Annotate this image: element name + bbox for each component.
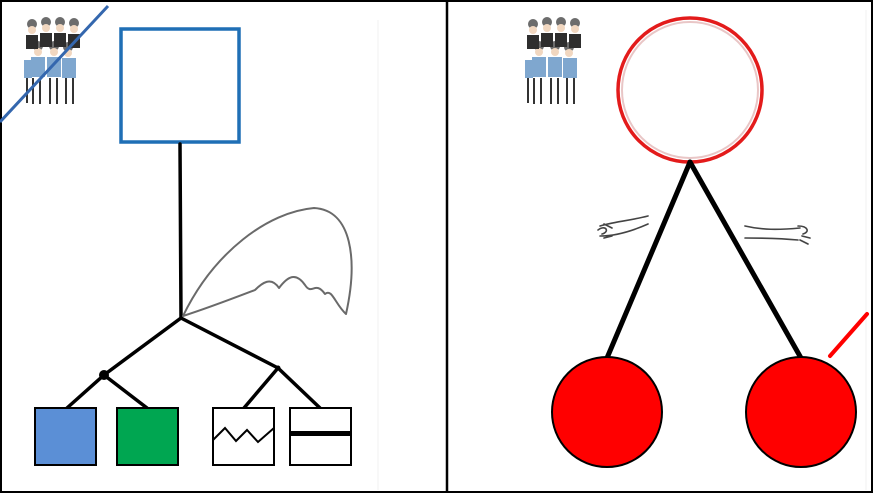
child-square-zigzag	[213, 408, 274, 465]
left-branch-junction	[99, 370, 109, 380]
child-square-blue	[35, 408, 96, 465]
child-circle-right	[746, 357, 856, 467]
root-square-node	[121, 29, 239, 142]
child-square-bar	[290, 408, 351, 465]
right-branch-junction	[276, 366, 281, 371]
child-circle-left	[552, 357, 662, 467]
child-square-green	[117, 408, 178, 465]
